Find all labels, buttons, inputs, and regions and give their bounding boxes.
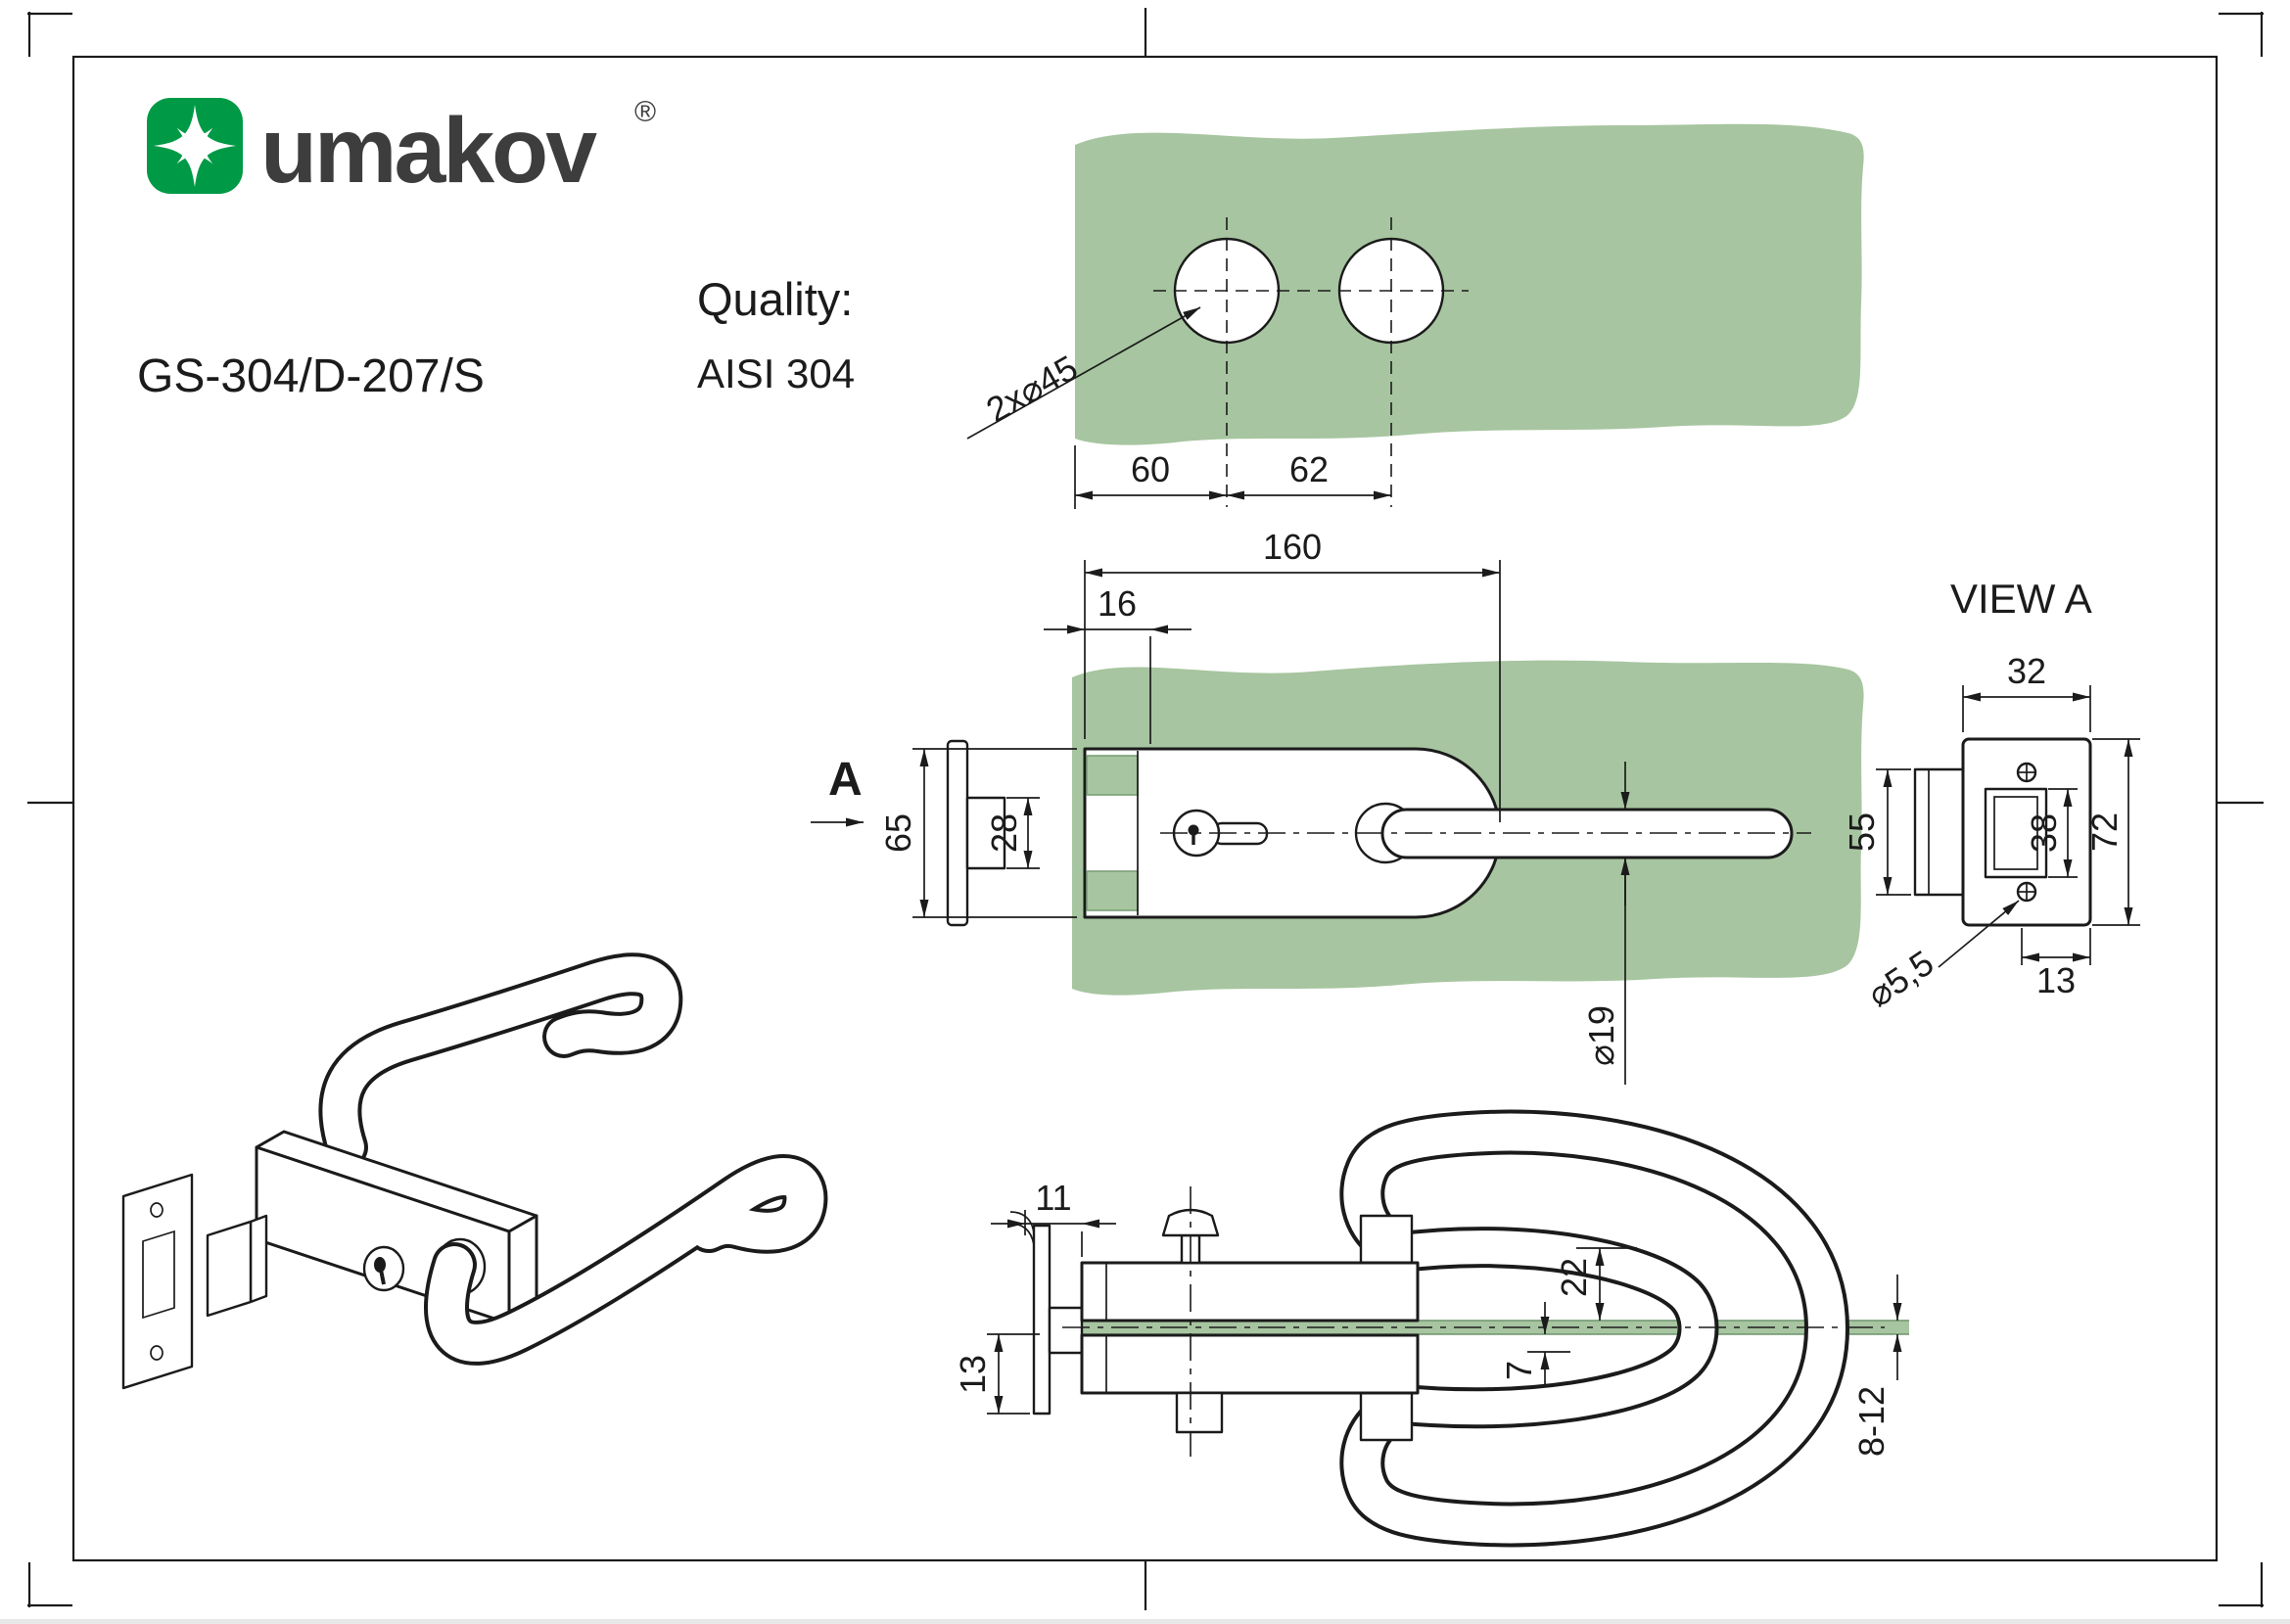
glass-panel-top [1075,123,1864,445]
dim-depth: 13 [2021,928,2091,1000]
dim-gap: 7 [1499,1302,1570,1384]
view-plan-assembly: 11 13 22 7 8-12 [953,1109,1909,1548]
dim-lock-length: 160 [1084,527,1501,822]
strike-plate-edge [946,739,969,927]
dim-hole-diameter-label: 2x⌀45 [979,348,1084,431]
dim-total-height-label: 72 [2084,812,2125,852]
dim-below-glass: 13 [953,1333,1040,1415]
section-arrow-a: A [811,754,864,827]
plan-handle-hub-top [1359,1214,1414,1265]
view-glass-drilling: 2x⌀45 60 62 [966,123,1864,509]
plan-lock-body-lower [1080,1333,1420,1395]
iso-latch-box [206,1214,268,1318]
iso-key-cylinder [362,1245,405,1292]
dim-screw-hole-label: ⌀5,5 [1860,943,1940,1015]
plan-latch-stub [1048,1306,1084,1355]
dim-plate-offset-label: 11 [1035,1178,1071,1218]
dim-box-height: 55 [1842,768,1911,896]
dim-hole-spacing-label: 62 [1289,449,1329,489]
latch-slot-inner [1993,796,2038,870]
glass-clamp-pad-bottom [1086,870,1139,911]
plan-handle-hub-bottom [1359,1391,1414,1442]
section-label-a: A [828,754,863,806]
iso-strike-plate [121,1173,194,1390]
dim-body-height-label: 65 [878,813,918,853]
drawing-frame [27,8,2264,1610]
latch-slot-outer [1984,787,2048,879]
brand-name: umakov [260,99,597,203]
iso-front-handle [424,1154,828,1366]
dim-handle-diameter: ⌀19 [1581,762,1630,1085]
dim-glass-thickness-label: 8-12 [1851,1386,1892,1457]
dim-plate-width-label: 32 [2007,651,2046,691]
latch-box-side [1913,767,1965,897]
dim-slot-height: 38 [2024,788,2078,878]
dim-handle-diameter-label: ⌀19 [1581,1005,1621,1066]
quality-value: AISI 304 [697,350,855,396]
dim-gap-label: 7 [1499,1361,1539,1380]
dim-lock-length-label: 160 [1263,527,1322,567]
view-a-detail: VIEW A 32 55 [1842,576,2140,1015]
dim-total-height: 72 [2084,738,2140,926]
view-a-title: VIEW A [1950,576,2092,622]
iso-lock-body [255,1130,538,1325]
dim-box-height-label: 55 [1842,812,1882,852]
screw-hole-bottom [2016,881,2037,903]
quality-label: Quality: [697,273,853,325]
brand-logo: umakov ® [147,96,656,203]
dim-plate-width: 32 [1962,651,2091,732]
registered-mark: ® [634,96,656,128]
plan-bottom-stub [1175,1391,1224,1434]
hole-centerlines [1153,217,1469,507]
dim-depth-label: 13 [2036,960,2076,1000]
dim-latch-height: 28 [984,797,1040,869]
screw-hole-top [2016,762,2037,783]
view-isometric [121,952,828,1390]
glass-clamp-pad-top [1086,755,1139,796]
dim-backset: 16 [1044,583,1192,744]
plan-lock-body-upper [1080,1261,1420,1322]
dim-body-height: 65 [878,748,1077,918]
dim-edge-to-hole: 60 [1074,445,1227,509]
title-block: GS-304/D-207/S Quality: AISI 304 [137,273,855,402]
product-code: GS-304/D-207/S [137,350,485,402]
plan-back-handle-loop [1374,1227,1719,1429]
plan-front-handle-loop [1339,1109,1849,1548]
dim-handle-offset: 22 [1554,1247,1637,1321]
dim-below-glass-label: 13 [953,1355,993,1394]
view-front-assembly: A 160 16 65 28 [811,527,1864,1085]
dim-latch-height-label: 28 [984,813,1024,853]
iso-back-handle [318,952,683,1169]
dim-hole-spacing: 62 [1227,449,1391,500]
dim-edge-to-hole-label: 60 [1131,449,1170,489]
dim-plate-offset: 11 [991,1178,1116,1257]
dim-glass-thickness: 8-12 [1851,1275,1902,1457]
plan-strike-plate [1009,1211,1052,1415]
latch-box-edge [965,796,1006,870]
dim-backset-label: 16 [1098,583,1137,624]
dim-handle-offset-label: 22 [1554,1258,1594,1297]
dim-slot-height-label: 38 [2024,813,2064,853]
logo-star-icon [154,105,236,187]
